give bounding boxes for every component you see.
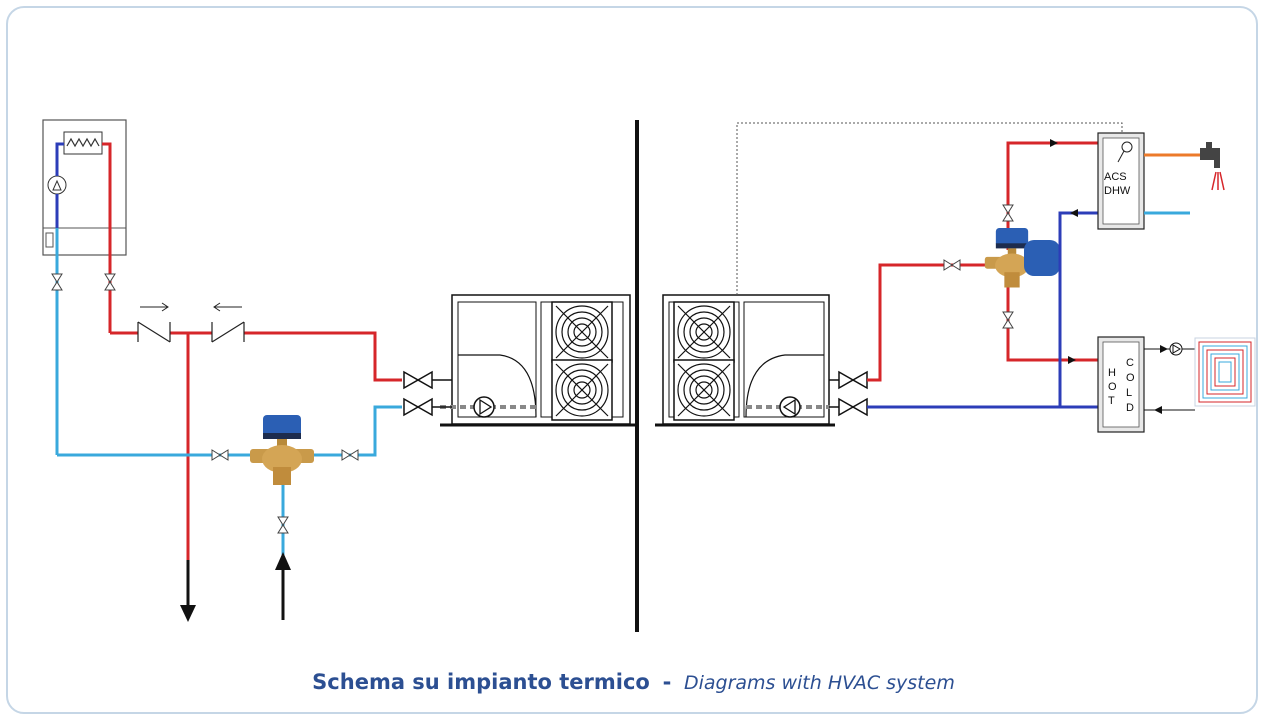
shutoff-valve-icon [838, 371, 868, 389]
shutoff-valve-icon [341, 449, 359, 461]
outflow-arrow [180, 560, 196, 622]
dhw-tank-label-1: ACS [1104, 171, 1127, 183]
dhw-tank [1097, 132, 1145, 230]
buffer-cold-o: O [1126, 372, 1135, 384]
shutoff-valve-icon [51, 273, 63, 291]
buffer-tank [1097, 336, 1145, 433]
caption-separator: - [662, 670, 672, 694]
shutoff-valve-icon [211, 449, 229, 461]
underfloor-heating-icon [1194, 337, 1256, 407]
shutoff-valve-icon [104, 273, 116, 291]
boiler-icon [42, 119, 127, 256]
diagram-caption: Schema su impianto termico - Diagrams wi… [0, 670, 1267, 694]
buffer-hot-h: H [1108, 367, 1116, 379]
dhw-tank-label-2: DHW [1104, 185, 1131, 197]
buffer-cold-c: C [1126, 357, 1134, 369]
fan-icon [551, 301, 613, 363]
pump-icon [1169, 342, 1183, 356]
heat-pump-unit-icon [655, 294, 835, 427]
buffer-cold-d: D [1126, 402, 1134, 414]
buffer-hot-t: T [1108, 395, 1115, 407]
shutoff-valve-icon [1002, 204, 1014, 222]
tap-icon [1200, 142, 1225, 191]
check-valve-icon [137, 302, 171, 343]
fan-icon [673, 359, 735, 421]
buffer-cold-l: L [1126, 387, 1132, 399]
three-way-valve-icon [250, 415, 314, 485]
inflow-arrow [275, 552, 291, 620]
caption-italian: Schema su impianto termico [312, 670, 650, 694]
caption-english: Diagrams with HVAC system [683, 672, 955, 694]
shutoff-valve-icon [403, 371, 433, 389]
three-way-valve-icon [984, 228, 1060, 288]
shutoff-valve-icon [1002, 311, 1014, 329]
fan-icon [673, 301, 735, 363]
shutoff-valve-icon [403, 398, 433, 416]
heat-pump-unit-icon [440, 294, 637, 427]
check-valve-icon [211, 302, 245, 343]
buffer-hot-o: O [1108, 381, 1117, 393]
fan-icon [551, 359, 613, 421]
shutoff-valve-icon [838, 398, 868, 416]
shutoff-valve-icon [943, 259, 961, 271]
shutoff-valve-icon [277, 516, 289, 534]
